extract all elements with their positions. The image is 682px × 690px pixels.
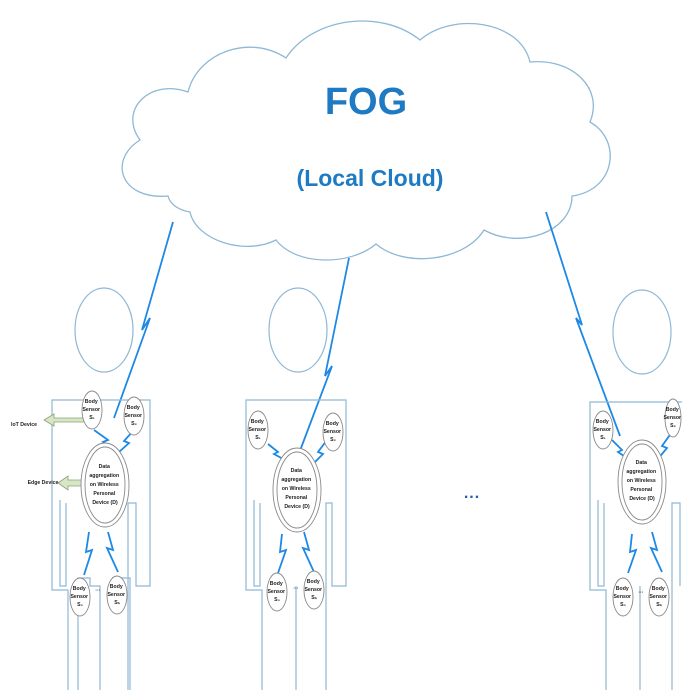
more-persons-ellipsis: ... <box>464 485 480 502</box>
person-3-body <box>589 401 682 690</box>
body-sensor-sn-label: Body Sensor Sₙ <box>304 579 323 601</box>
body-sensor-s1 <box>81 390 103 430</box>
body-sensor-sn <box>648 577 670 617</box>
cloud-outline <box>121 20 611 261</box>
iot-device-label: IoT Device <box>11 422 37 428</box>
person-3-network: Body Sensor S₁ Body Sensor S₂ Data aggre… <box>592 398 682 617</box>
body-sensor-s1 <box>247 410 269 450</box>
edge-device-label: Edge Device <box>28 480 59 486</box>
device-label: Data aggregation on Wireless Personal De… <box>89 464 120 506</box>
body-sensor-s1 <box>592 410 614 450</box>
device-label: Data aggregation on Wireless Personal De… <box>626 460 657 502</box>
person-2-network: Body Sensor S₁ Body Sensor S₂ Data aggre… <box>247 410 344 612</box>
person-3-head <box>612 289 672 375</box>
body-sensor-s3 <box>69 577 91 617</box>
link-sn-device <box>105 531 119 573</box>
cloud-link-person-2 <box>297 257 350 457</box>
cloud-link-person-1 <box>113 221 174 419</box>
person-1-head <box>74 287 134 373</box>
body-sensor-s3-label: Body Sensor S₃ <box>267 581 286 603</box>
body-sensor-sn-label: Body Sensor Sₙ <box>649 586 668 608</box>
sensor-dots: ··· <box>638 590 643 596</box>
person-figure-3 <box>589 289 682 690</box>
fog-cloud: FOG (Local Cloud) <box>121 20 611 261</box>
body-sensor-sn <box>106 575 128 615</box>
link-sn-device <box>649 531 663 573</box>
device-label: Data aggregation on Wireless Personal De… <box>281 468 312 510</box>
body-sensor-s1-label: Body Sensor S₁ <box>593 419 612 441</box>
link-sn-device <box>301 531 315 573</box>
body-sensor-s2-label: Body Sensor S₂ <box>663 407 682 429</box>
sensor-dots: ··· <box>293 586 298 592</box>
body-sensor-s2 <box>123 396 145 436</box>
person-1-network: IoT Device Edge Device Body Sensor S₁ Bo… <box>11 390 145 617</box>
link-s3-device <box>83 531 94 576</box>
person-figure-2 <box>245 287 347 690</box>
body-sensor-s2-label: Body Sensor S₂ <box>323 421 342 443</box>
link-s2-device <box>312 439 328 465</box>
body-sensor-s3-label: Body Sensor S₃ <box>613 586 632 608</box>
cloud-links <box>113 211 621 457</box>
person-2-head <box>268 287 328 373</box>
body-sensor-s2-label: Body Sensor S₂ <box>124 405 143 427</box>
body-sensor-sn-label: Body Sensor Sₙ <box>107 584 126 606</box>
person-figure-1 <box>51 287 151 690</box>
link-s1-device <box>267 443 286 461</box>
body-sensor-s3 <box>612 577 634 617</box>
body-sensor-s2 <box>322 412 344 452</box>
link-s3-device <box>627 533 638 574</box>
wireless-personal-device-inner <box>276 451 318 529</box>
link-s2-device <box>656 431 673 461</box>
body-sensor-s2 <box>664 398 682 438</box>
iot-device-arrow: IoT Device <box>11 413 85 428</box>
cloud-title: FOG <box>325 81 407 123</box>
link-s3-device <box>277 533 288 574</box>
person-1-body <box>51 399 151 690</box>
wireless-personal-device-inner <box>84 446 126 524</box>
body-sensor-s3-label: Body Sensor S₃ <box>70 586 89 608</box>
cloud-subtitle: (Local Cloud) <box>297 165 444 191</box>
body-sensor-s1-label: Body Sensor S₁ <box>82 399 101 421</box>
body-sensor-s1-label: Body Sensor S₁ <box>248 419 267 441</box>
body-sensor-s3 <box>266 572 288 612</box>
wireless-personal-device-inner <box>621 443 663 521</box>
person-2-body <box>245 399 347 690</box>
cloud-link-person-3 <box>545 211 621 437</box>
sensor-dots: ··· <box>95 588 100 594</box>
link-s2-device <box>118 429 135 453</box>
body-sensor-sn <box>303 570 325 610</box>
